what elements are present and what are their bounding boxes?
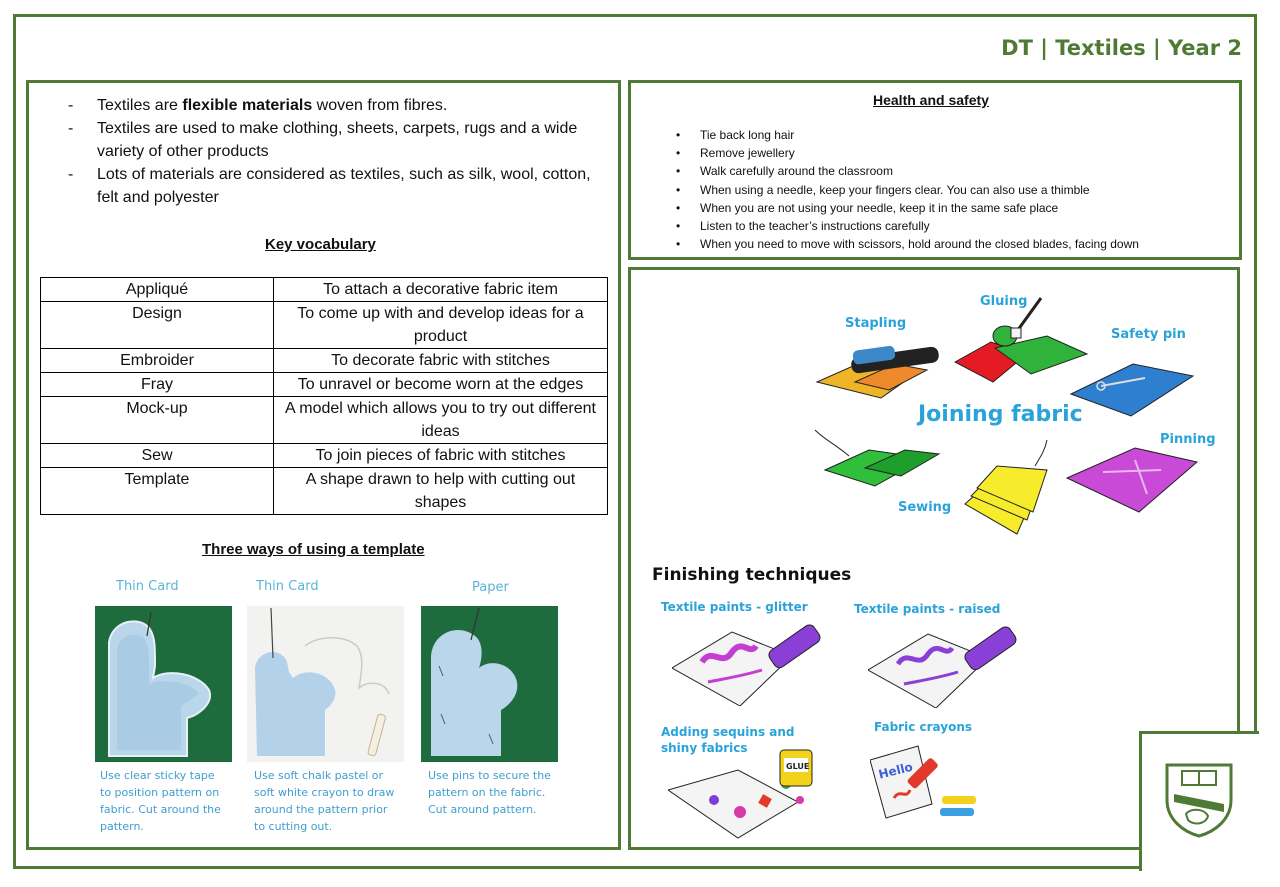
health-list: Tie back long hair Remove jewellery Walk… xyxy=(676,126,1139,254)
intro-item: Lots of materials are considered as text… xyxy=(40,163,600,209)
safety-pin-icon xyxy=(1069,363,1195,417)
gluing-label: Gluing xyxy=(980,294,1028,309)
finishing-title: Finishing techniques xyxy=(652,565,852,585)
raised-label: Textile paints - raised xyxy=(854,602,1001,616)
gluing-icon xyxy=(953,297,1089,383)
list-item: When using a needle, keep your fingers c… xyxy=(676,181,1139,199)
photo-label: Thin Card xyxy=(116,579,179,594)
health-heading: Health and safety xyxy=(873,92,989,108)
fabric-crayon-icon: Hello xyxy=(870,745,976,819)
photo-caption: Use pins to secure the pattern on the fa… xyxy=(428,769,551,816)
pinning-label: Pinning xyxy=(1160,432,1216,447)
template-photo-pins xyxy=(421,606,558,762)
fabric-stack-icon xyxy=(964,439,1048,535)
template-photo-tape xyxy=(95,606,232,762)
glove-pattern-icon xyxy=(255,607,390,757)
glitter-label: Textile paints - glitter xyxy=(661,600,808,614)
glove-pattern-icon xyxy=(108,611,211,757)
joining-title: Joining fabric xyxy=(918,402,1083,427)
page-frame xyxy=(13,14,1257,869)
logo-box xyxy=(1139,731,1259,871)
pinning-icon xyxy=(1065,447,1199,513)
safety-pin-label: Safety pin xyxy=(1111,327,1186,342)
glue-text: GLUE xyxy=(786,762,809,771)
template-heading: Three ways of using a template xyxy=(202,541,425,558)
photo-label: Paper xyxy=(472,580,509,595)
photo-label: Thin Card xyxy=(256,579,319,594)
photo-caption: Use clear sticky tape to position patter… xyxy=(100,769,221,833)
stapling-label: Stapling xyxy=(845,316,907,331)
list-item: When you need to move with scissors, hol… xyxy=(676,235,1139,253)
photo-caption: Use soft chalk pastel or soft white cray… xyxy=(254,769,395,833)
list-item: Listen to the teacher’s instructions car… xyxy=(676,217,1139,235)
sequins-label: Adding sequins and shiny fabrics xyxy=(661,725,795,755)
list-item: When you are not using your needle, keep… xyxy=(676,199,1139,217)
list-item: Remove jewellery xyxy=(676,144,1139,162)
sewing-label: Sewing xyxy=(898,500,952,515)
techniques-panel xyxy=(628,267,1240,850)
intro-list: Textiles are flexible materials woven fr… xyxy=(40,94,600,209)
sewing-icon xyxy=(814,429,941,487)
list-item: Walk carefully around the classroom xyxy=(676,162,1139,180)
glitter-paint-icon xyxy=(672,624,821,706)
crayons-label: Fabric crayons xyxy=(874,720,973,734)
template-photo-chalk xyxy=(247,606,404,762)
page-title: DT | Textiles | Year 2 xyxy=(1001,36,1242,60)
list-item: Tie back long hair xyxy=(676,126,1139,144)
joining-fabric-illustration xyxy=(814,297,1199,535)
sequins-icon: GLUE xyxy=(668,749,813,839)
school-crest-icon xyxy=(1165,763,1233,838)
stapler-icon xyxy=(815,345,939,399)
intro-item: Textiles are flexible materials woven fr… xyxy=(40,94,600,117)
vocab-heading: Key vocabulary xyxy=(265,236,376,253)
glove-pattern-icon xyxy=(431,607,518,756)
raised-paint-icon xyxy=(868,626,1017,708)
intro-item: Textiles are used to make clothing, shee… xyxy=(40,117,600,163)
